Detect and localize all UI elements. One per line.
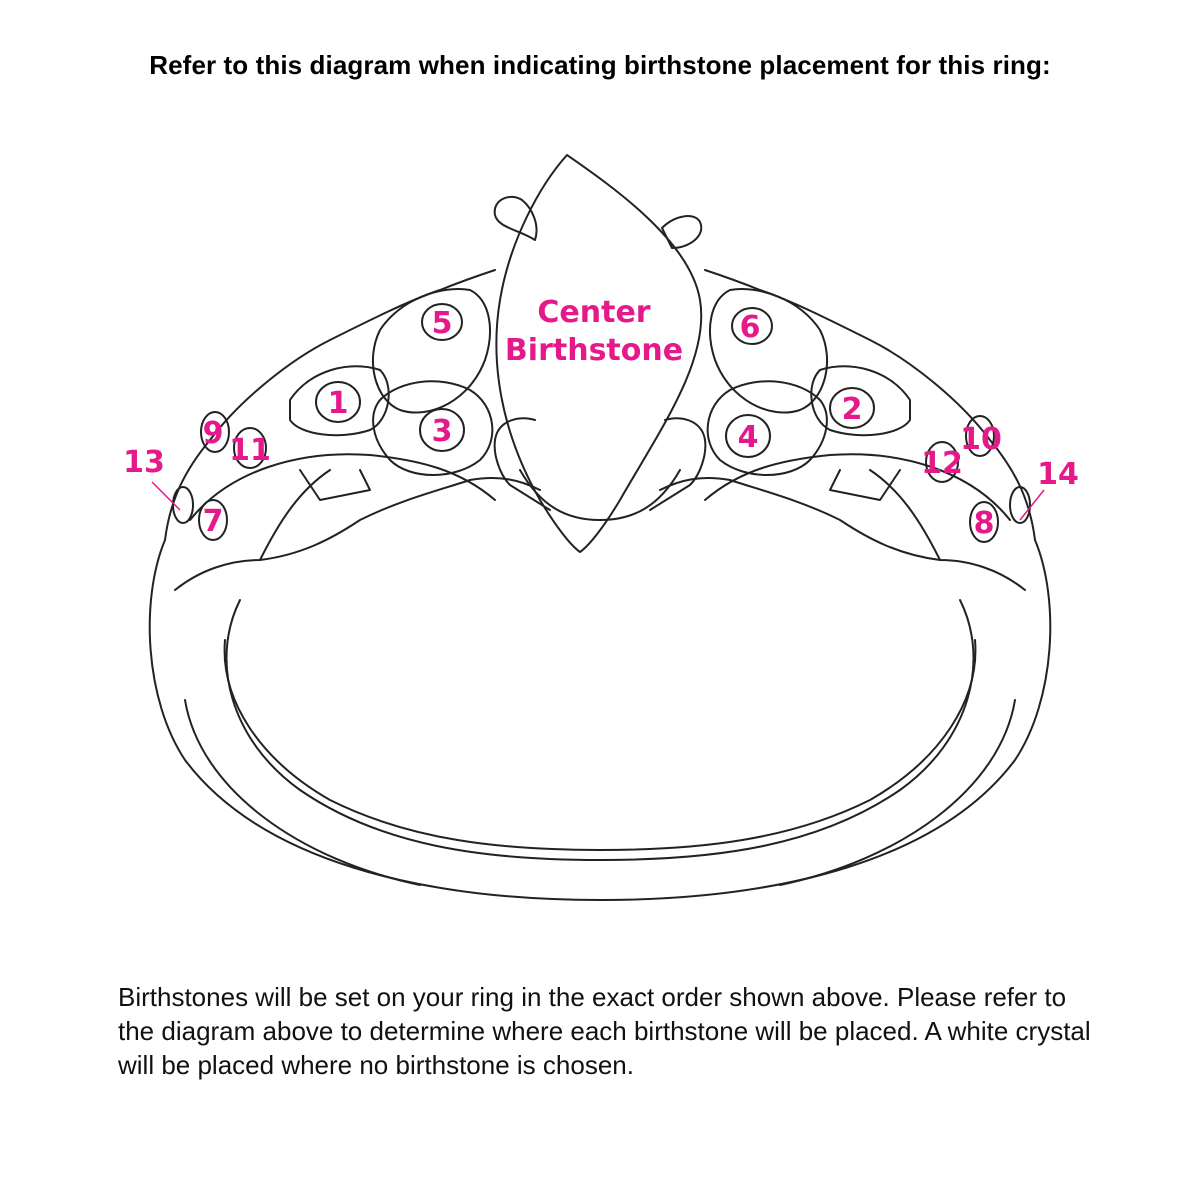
stone-label-6: 6 <box>740 310 761 345</box>
right-gallery-strand-2 <box>830 470 940 560</box>
left-shoulder-lower <box>175 478 540 590</box>
stone-label-8: 8 <box>974 506 995 541</box>
stone-label-13: 13 <box>123 445 165 480</box>
stone-label-12: 12 <box>921 446 963 481</box>
right-filigree-upper <box>710 289 827 412</box>
prong-bottom-right <box>650 418 705 510</box>
center-birthstone-label-line1: Center <box>537 295 650 330</box>
stone-label-5: 5 <box>432 306 453 341</box>
stone-label-9: 9 <box>203 416 224 451</box>
ring-band-inner <box>227 600 974 860</box>
stone-label-4: 4 <box>738 420 759 455</box>
stone-label-2: 2 <box>842 392 863 427</box>
left-gallery-strand-2 <box>260 470 370 560</box>
instructions-text: Birthstones will be set on your ring in … <box>118 980 1098 1082</box>
prong-top-left <box>495 197 537 240</box>
right-shoulder-lower <box>660 478 1025 590</box>
stone-label-11: 11 <box>229 433 271 468</box>
center-cup <box>520 470 680 520</box>
stone-label-7: 7 <box>203 504 224 539</box>
stone-label-14: 14 <box>1037 457 1079 492</box>
stone-label-10: 10 <box>960 422 1002 457</box>
ring-band-inner-edge <box>225 640 976 850</box>
ring-band-outer <box>150 540 1051 900</box>
prong-top-right <box>662 216 701 248</box>
stone-label-3: 3 <box>432 414 453 449</box>
center-birthstone-label-line2: Birthstone <box>505 333 683 368</box>
right-filigree-lower <box>708 381 827 475</box>
stone-label-1: 1 <box>328 386 349 421</box>
